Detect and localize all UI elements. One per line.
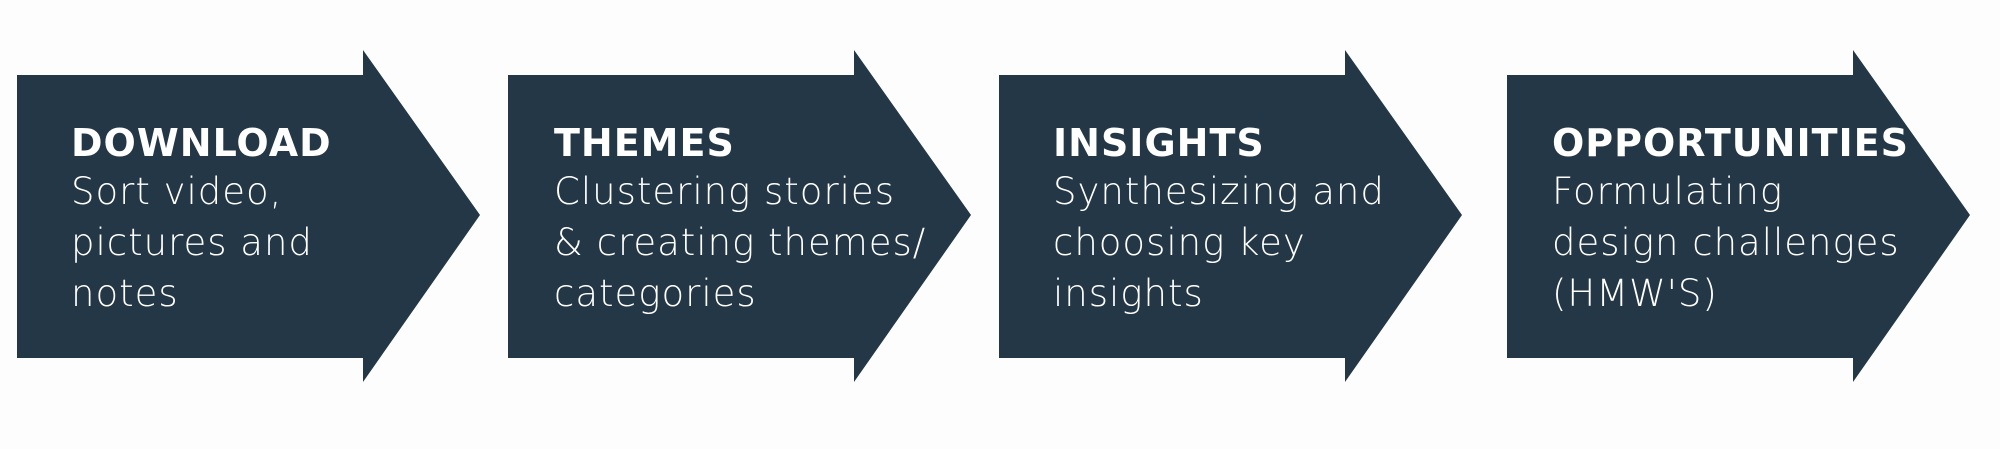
step-arrow-opportunities: OPPORTUNITIES Formulating design challen… xyxy=(1507,50,1970,382)
step-description: Clustering stories & creating themes/ ca… xyxy=(554,170,927,315)
arrow-shape xyxy=(17,50,480,382)
step-arrow-download: DOWNLOAD Sort video, pictures and notes xyxy=(17,50,480,382)
step-title: THEMES xyxy=(554,121,735,165)
step-arrow-themes: THEMES Clustering stories & creating the… xyxy=(508,50,971,382)
step-title: OPPORTUNITIES xyxy=(1552,121,1909,165)
arrow-shape xyxy=(508,50,971,382)
step-description: Sort video, pictures and notes xyxy=(71,170,313,315)
step-description: Synthesizing and choosing key insights xyxy=(1053,170,1385,315)
arrow-shape xyxy=(999,50,1462,382)
arrow-shape xyxy=(1507,50,1970,382)
step-title: INSIGHTS xyxy=(1053,121,1265,165)
step-title: DOWNLOAD xyxy=(71,121,332,165)
step-description: Formulating design challenges (HMW'S) xyxy=(1552,170,1900,315)
step-arrow-insights: INSIGHTS Synthesizing and choosing key i… xyxy=(999,50,1462,382)
